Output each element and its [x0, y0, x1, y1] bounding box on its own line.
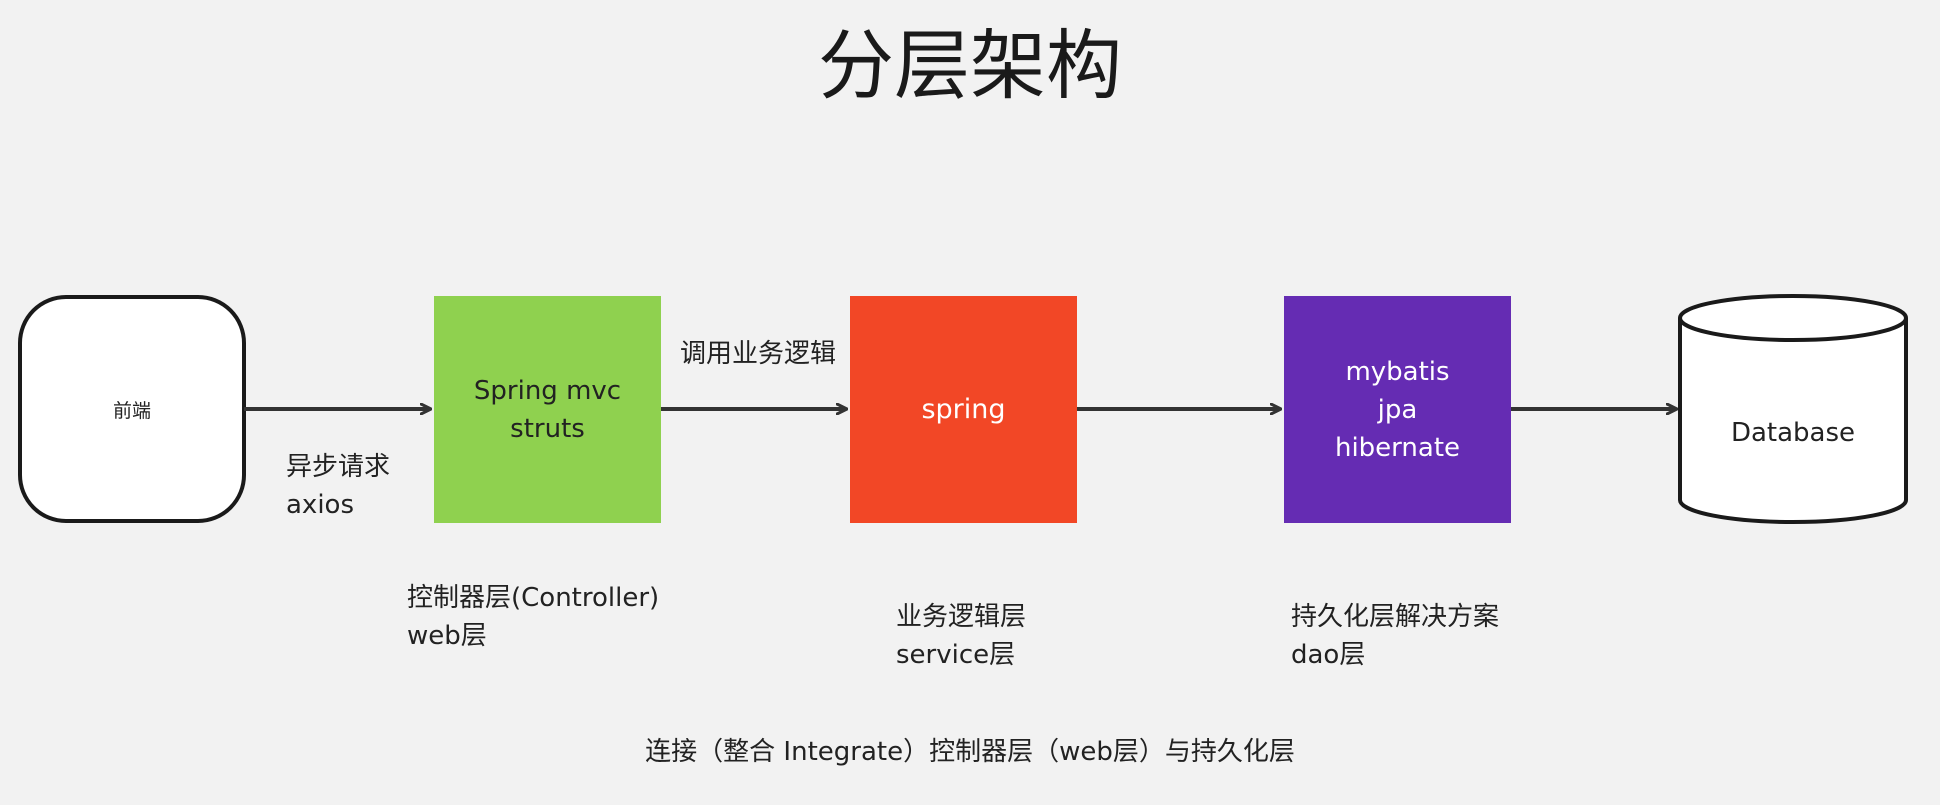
service-layer-caption: 业务逻辑层 service层 [896, 602, 1027, 670]
persistence-node [1284, 296, 1511, 523]
async-request-label: 异步请求 axios [286, 452, 391, 520]
frontend-label: 前端 [112, 399, 151, 422]
call-business-logic-label: 调用业务逻辑 [680, 339, 837, 369]
database-label: Database [1730, 417, 1856, 448]
footer-note: 连接（整合 Integrate）控制器层（web层）与持久化层 [645, 737, 1295, 767]
database-node [1678, 294, 1908, 524]
diagram-title: 分层架构 [818, 21, 1122, 110]
persistence-layer-caption: 持久化层解决方案 dao层 [1291, 602, 1500, 670]
persistence-label: mybatis jpa hibernate [1334, 356, 1461, 463]
controller-label: Spring mvc struts [473, 375, 622, 444]
controller-layer-caption: 控制器层(Controller) web层 [407, 583, 660, 651]
service-label: spring [921, 393, 1006, 425]
controller-node [434, 296, 661, 523]
service-node [850, 296, 1077, 523]
